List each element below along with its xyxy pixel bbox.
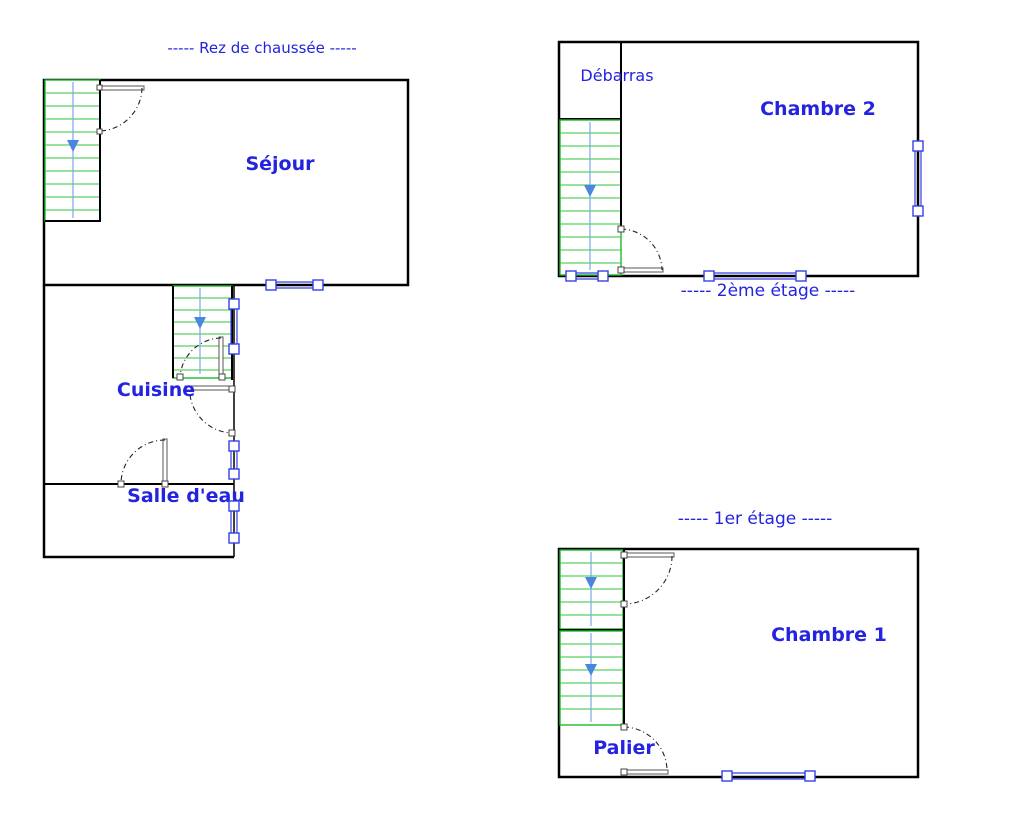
stair-arrow-icon bbox=[194, 317, 206, 329]
door-sejour-top bbox=[96, 84, 145, 135]
room-label-cuisine: Cuisine bbox=[117, 379, 195, 401]
room-label-chambre2: Chambre 2 bbox=[760, 98, 876, 120]
sejour-walls bbox=[42, 78, 410, 287]
second-floor-label: ----- 2ème étage ----- bbox=[681, 281, 856, 301]
room-label-debarras: Débarras bbox=[580, 66, 653, 85]
door-chambre2 bbox=[617, 225, 664, 274]
first-floor-walls bbox=[557, 547, 920, 779]
stair-arrow-icon bbox=[67, 140, 79, 152]
room-label-sejour: Séjour bbox=[245, 153, 315, 175]
lower-block-walls bbox=[42, 285, 234, 559]
door-palier bbox=[620, 723, 669, 776]
window-cuisine-upper bbox=[228, 298, 240, 355]
stair-ground-upper bbox=[44, 79, 101, 222]
first-floor-plan: ----- 1er étage ----- bbox=[557, 509, 920, 782]
window-chambre2-right bbox=[912, 140, 924, 217]
window-cuisine-lower bbox=[228, 440, 240, 480]
second-floor-walls bbox=[557, 40, 920, 278]
stair-first-lower bbox=[559, 630, 624, 726]
room-label-chambre1: Chambre 1 bbox=[771, 624, 887, 646]
window-chambre1 bbox=[721, 770, 816, 782]
door-chambre1-top bbox=[620, 551, 675, 608]
window-second-stair bbox=[565, 270, 609, 282]
stair-arrow-icon bbox=[585, 577, 597, 589]
door-cuisine-stair bbox=[176, 336, 226, 381]
window-sejour bbox=[265, 279, 324, 291]
stair-second-floor bbox=[559, 119, 622, 276]
second-floor-plan: Débarras Chambre 2 bbox=[557, 40, 924, 301]
room-label-palier: Palier bbox=[593, 737, 655, 759]
ground-floor-plan: ----- Rez de chaussée ----- bbox=[42, 39, 410, 559]
window-salle-deau bbox=[228, 500, 240, 544]
stair-arrow-icon bbox=[584, 185, 596, 197]
window-chambre2-bottom bbox=[703, 270, 807, 282]
stair-ground-lower bbox=[172, 285, 233, 380]
door-salle-deau bbox=[117, 438, 169, 488]
first-floor-label: ----- 1er étage ----- bbox=[678, 509, 833, 529]
room-label-salle-deau: Salle d'eau bbox=[127, 485, 245, 507]
stair-first-upper bbox=[559, 549, 624, 630]
stair-arrow-icon bbox=[585, 664, 597, 676]
door-cuisine-right bbox=[189, 385, 236, 437]
ground-floor-label: ----- Rez de chaussée ----- bbox=[167, 39, 356, 57]
